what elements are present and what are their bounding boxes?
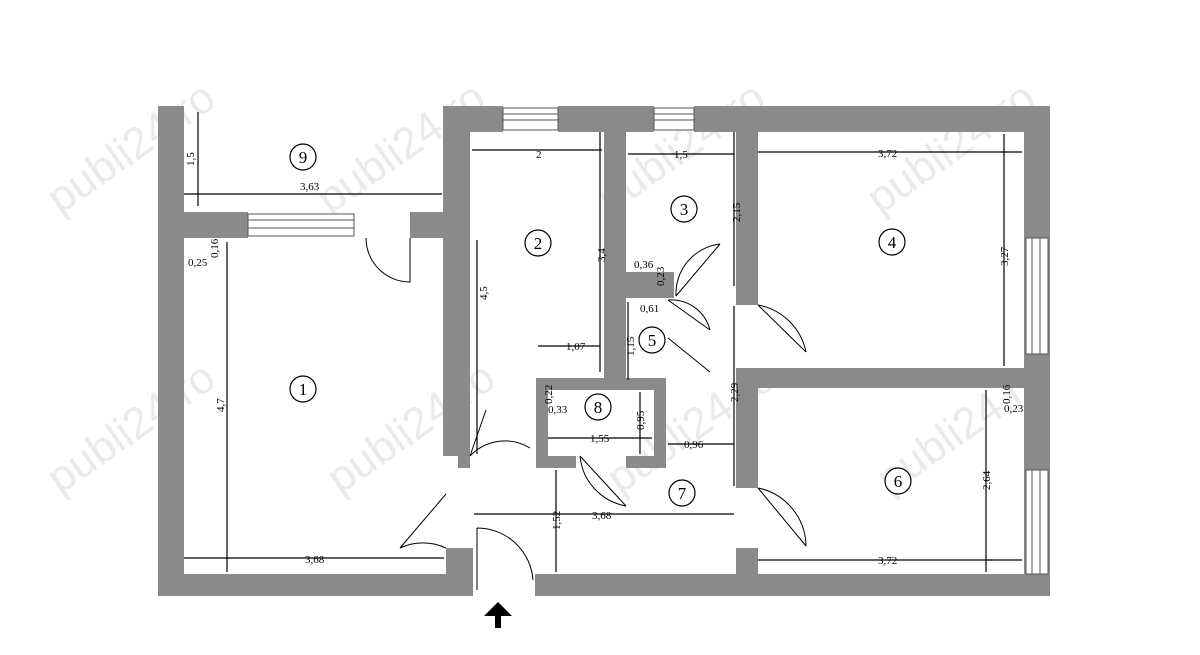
room-labels: 9 1 2 3 4 5 6 7 bbox=[289, 143, 912, 507]
dimension-label: 2,15 bbox=[731, 202, 743, 222]
room-number: 5 bbox=[648, 331, 657, 350]
dimension-label: 3,68 bbox=[592, 510, 612, 522]
dimension-label: 3,63 bbox=[300, 181, 320, 193]
room-number: 2 bbox=[534, 234, 543, 253]
room-marker: 9 bbox=[289, 143, 317, 171]
room-number: 9 bbox=[299, 148, 308, 167]
room-marker: 5 bbox=[638, 326, 666, 354]
window bbox=[502, 107, 559, 131]
dimension-label: 2,29 bbox=[729, 382, 741, 402]
room-marker: 3 bbox=[670, 195, 698, 223]
dimension-label: 3,27 bbox=[999, 246, 1011, 266]
dimension-label: 3,72 bbox=[878, 555, 897, 567]
door bbox=[579, 455, 627, 507]
walls bbox=[158, 106, 1050, 596]
dimension-label: 0,96 bbox=[684, 439, 704, 451]
dimension-lines bbox=[184, 112, 1022, 572]
room-marker: 4 bbox=[878, 228, 906, 256]
door bbox=[399, 493, 447, 549]
dimension-label: 0,16 bbox=[1001, 384, 1013, 404]
watermark-text: publi24.ro bbox=[38, 72, 224, 223]
dimension-label: 0,23 bbox=[655, 266, 667, 286]
dimension-label: 3,72 bbox=[878, 148, 897, 160]
watermark-text: publi24.ro bbox=[318, 352, 504, 503]
dimension-label: 1,5 bbox=[674, 149, 688, 161]
dimension-label: 2,64 bbox=[981, 470, 993, 490]
room-number: 6 bbox=[894, 472, 903, 491]
door bbox=[365, 237, 411, 283]
dimension-label: 4,7 bbox=[215, 398, 227, 412]
dimension-label: 1,07 bbox=[566, 341, 586, 353]
window bbox=[653, 107, 695, 131]
window bbox=[247, 213, 355, 237]
dimension-label: 1,5 bbox=[185, 152, 197, 166]
dimension-label: 0,36 bbox=[634, 259, 654, 271]
dimension-label: 1,52 bbox=[551, 511, 563, 530]
dimension-label: 0,23 bbox=[1004, 403, 1024, 415]
room-marker: 1 bbox=[289, 375, 317, 403]
arrow-up-icon bbox=[484, 602, 512, 628]
dimension-labels: 1,5 3,63 0,16 0,25 4,7 3,68 2 3,4 4,5 1,… bbox=[185, 148, 1024, 567]
dimension-label: 0,61 bbox=[640, 303, 659, 315]
watermark-text: publi24.ro bbox=[38, 352, 224, 503]
room-number: 7 bbox=[678, 484, 687, 503]
dimension-label: 0,95 bbox=[635, 410, 647, 430]
dimension-label: 3,4 bbox=[596, 248, 608, 262]
window bbox=[1025, 469, 1049, 575]
dimension-label: 1,55 bbox=[590, 433, 610, 445]
room-number: 8 bbox=[594, 398, 603, 417]
room-number: 4 bbox=[888, 233, 897, 252]
dimension-label: 2 bbox=[536, 149, 542, 161]
door bbox=[476, 527, 534, 590]
door bbox=[757, 487, 807, 547]
dimension-label: 0,25 bbox=[188, 257, 208, 269]
door bbox=[667, 299, 711, 373]
window bbox=[1025, 237, 1049, 355]
windows bbox=[247, 107, 1049, 575]
room-marker: 7 bbox=[668, 479, 696, 507]
room-marker: 8 bbox=[584, 393, 612, 421]
door bbox=[675, 243, 721, 297]
room-marker: 2 bbox=[524, 229, 552, 257]
room-number: 3 bbox=[680, 200, 689, 219]
door bbox=[469, 409, 531, 457]
room-marker: 6 bbox=[884, 467, 912, 495]
dimension-label: 1,15 bbox=[625, 336, 637, 356]
room-number: 1 bbox=[299, 380, 308, 399]
door bbox=[757, 304, 807, 353]
dimension-label: 0,16 bbox=[209, 238, 221, 258]
dimension-label: 0,33 bbox=[548, 404, 568, 416]
doors bbox=[365, 237, 807, 590]
dimension-label: 4,5 bbox=[478, 286, 490, 300]
dimension-label: 0,22 bbox=[543, 385, 555, 404]
dimension-label: 3,68 bbox=[305, 554, 325, 566]
